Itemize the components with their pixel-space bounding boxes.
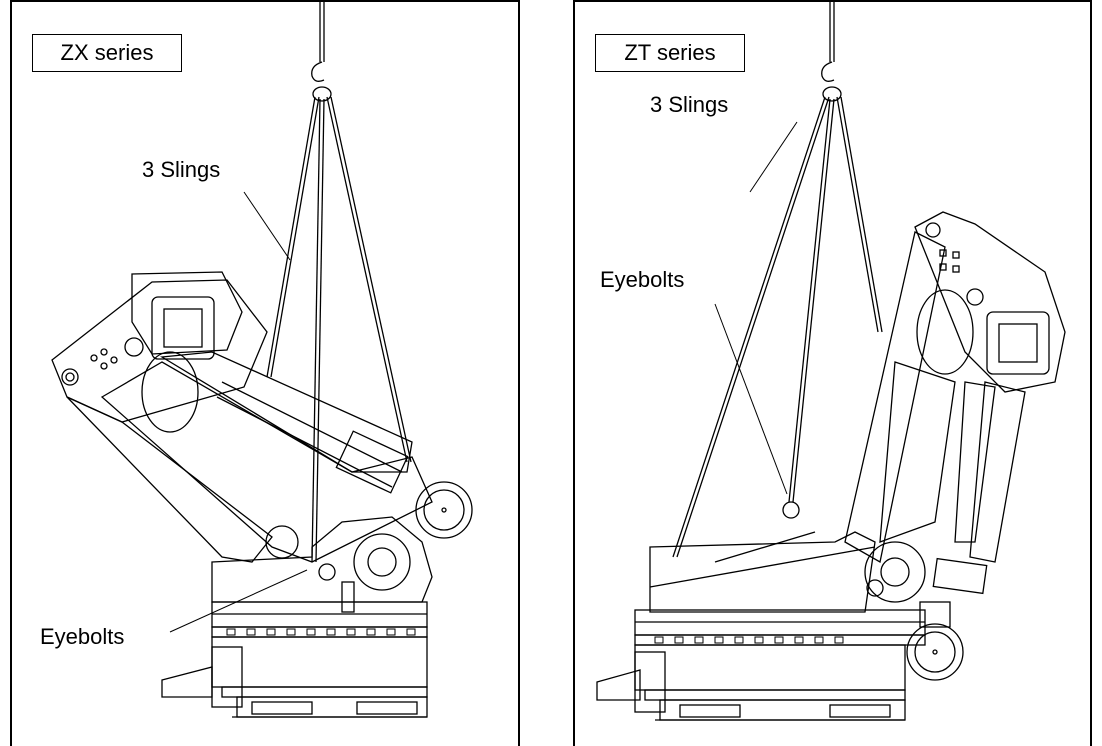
shoulder [649, 531, 926, 613]
series-label-box: ZT series [595, 34, 745, 72]
slings-leader [243, 191, 291, 261]
sling-ring [822, 86, 842, 102]
zt-robot-drawing [596, 2, 1066, 721]
upper-arm [51, 271, 268, 423]
zt-series-panel: ZT series 3 Slings Eyebolts [573, 0, 1092, 746]
eyebolts-leader [169, 569, 308, 633]
slings [672, 96, 883, 558]
main-arm [844, 231, 1026, 681]
slings-callout: 3 Slings [650, 92, 729, 117]
base [596, 609, 926, 721]
crane-hook [311, 61, 325, 82]
sling-ring [312, 86, 332, 102]
eyebolts-leader [714, 303, 788, 495]
zx-series-panel: ZX series 3 Slings Eyebolts [10, 0, 520, 746]
main-arm [100, 351, 473, 563]
series-label: ZX series [60, 40, 154, 65]
slings-callout: 3 Slings [142, 157, 221, 182]
slings [266, 96, 412, 563]
series-label-box: ZX series [32, 34, 182, 72]
eyebolts-callout: Eyebolts [600, 267, 685, 292]
eyebolt-ring [782, 501, 800, 519]
upper-arm [914, 211, 1066, 393]
eyebolts-callout: Eyebolts [40, 624, 125, 649]
base [161, 601, 428, 718]
slings-leader [749, 121, 798, 193]
crane-hook [821, 61, 835, 82]
zx-robot-drawing [51, 2, 473, 718]
lower-arm [66, 351, 299, 563]
series-label: ZT series [624, 40, 716, 65]
